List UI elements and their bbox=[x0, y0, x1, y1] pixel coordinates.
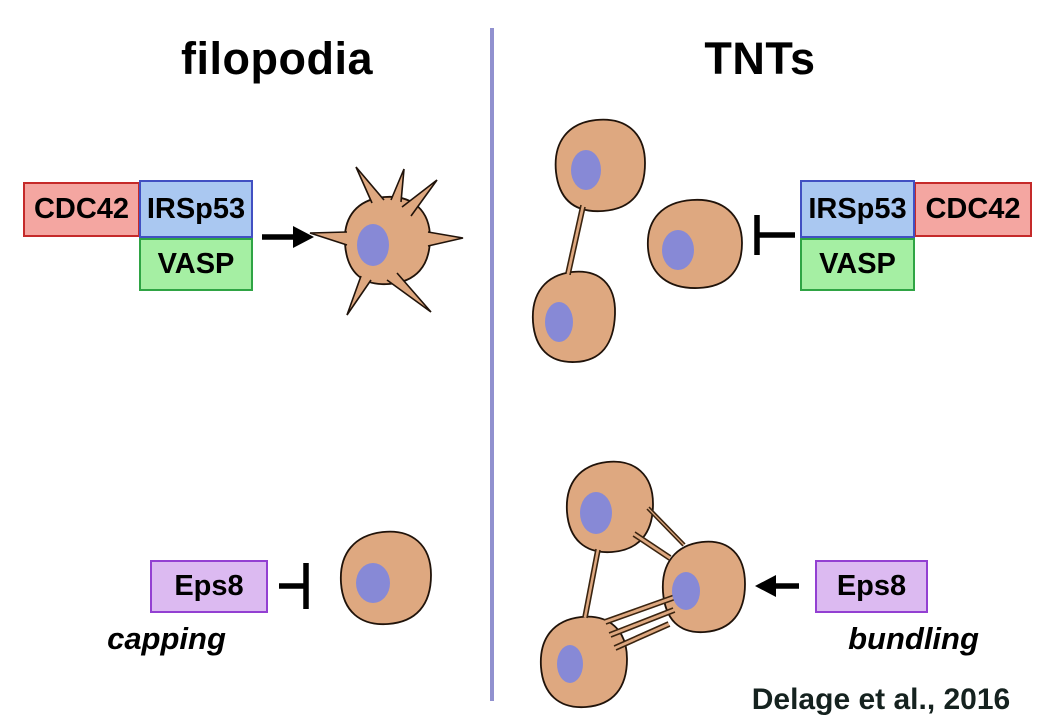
single-cell bbox=[340, 530, 432, 625]
caption-bundling: bundling bbox=[848, 621, 979, 656]
cell-nucleus bbox=[580, 492, 612, 534]
protein-box-cdc42-right: CDC42 bbox=[914, 182, 1032, 237]
cell-nucleus bbox=[356, 563, 390, 603]
tnt-tube bbox=[646, 506, 686, 547]
cell-nucleus bbox=[545, 302, 573, 342]
protein-box-irsp53-right: IRSp53 bbox=[800, 180, 915, 238]
tnt-tube bbox=[582, 548, 601, 619]
right-panel-title: TNTs bbox=[704, 33, 816, 84]
cell-nucleus bbox=[557, 645, 583, 683]
inhibit-bar-icon-left bbox=[279, 563, 309, 609]
cell-nucleus bbox=[571, 150, 601, 190]
promote-arrow-left-icon bbox=[755, 575, 799, 597]
free-cell bbox=[647, 199, 743, 289]
cell-nucleus bbox=[662, 230, 694, 270]
inhibit-bar-icon-right bbox=[754, 215, 795, 255]
cell-body bbox=[540, 615, 628, 708]
cell-nucleus bbox=[672, 572, 700, 610]
protein-box-vasp-right: VASP bbox=[800, 238, 915, 291]
tnt-tube bbox=[565, 204, 586, 276]
promote-arrow-icon bbox=[262, 226, 314, 248]
citation-text: Delage et al., 2016 bbox=[751, 683, 1011, 716]
filopodium-spike bbox=[386, 272, 432, 313]
cell-body bbox=[532, 270, 616, 363]
protein-box-vasp-left: VASP bbox=[139, 238, 253, 291]
protein-box-eps8-left: Eps8 bbox=[150, 560, 268, 613]
filopodium-spike bbox=[309, 231, 348, 246]
protein-box-eps8-right: Eps8 bbox=[815, 560, 928, 613]
filopodium-spike bbox=[427, 231, 464, 247]
filopodium-spike bbox=[346, 275, 372, 316]
caption-capping: capping bbox=[107, 621, 226, 656]
filopodia-cell bbox=[309, 166, 464, 316]
tnt-tube bbox=[632, 531, 672, 561]
cell-nucleus bbox=[357, 224, 389, 266]
tnt-tube-bundle bbox=[603, 593, 680, 651]
tnt-bundled-cells bbox=[540, 460, 746, 708]
protein-box-cdc42-left: CDC42 bbox=[23, 182, 140, 237]
filopodium-spike bbox=[401, 179, 438, 217]
protein-box-irsp53-left: IRSp53 bbox=[139, 180, 253, 238]
filopodium-spike bbox=[355, 166, 385, 204]
left-panel-title: filopodia bbox=[181, 33, 373, 84]
tnt-connected-cell-pair bbox=[532, 118, 646, 363]
filopodium-spike bbox=[390, 168, 405, 203]
